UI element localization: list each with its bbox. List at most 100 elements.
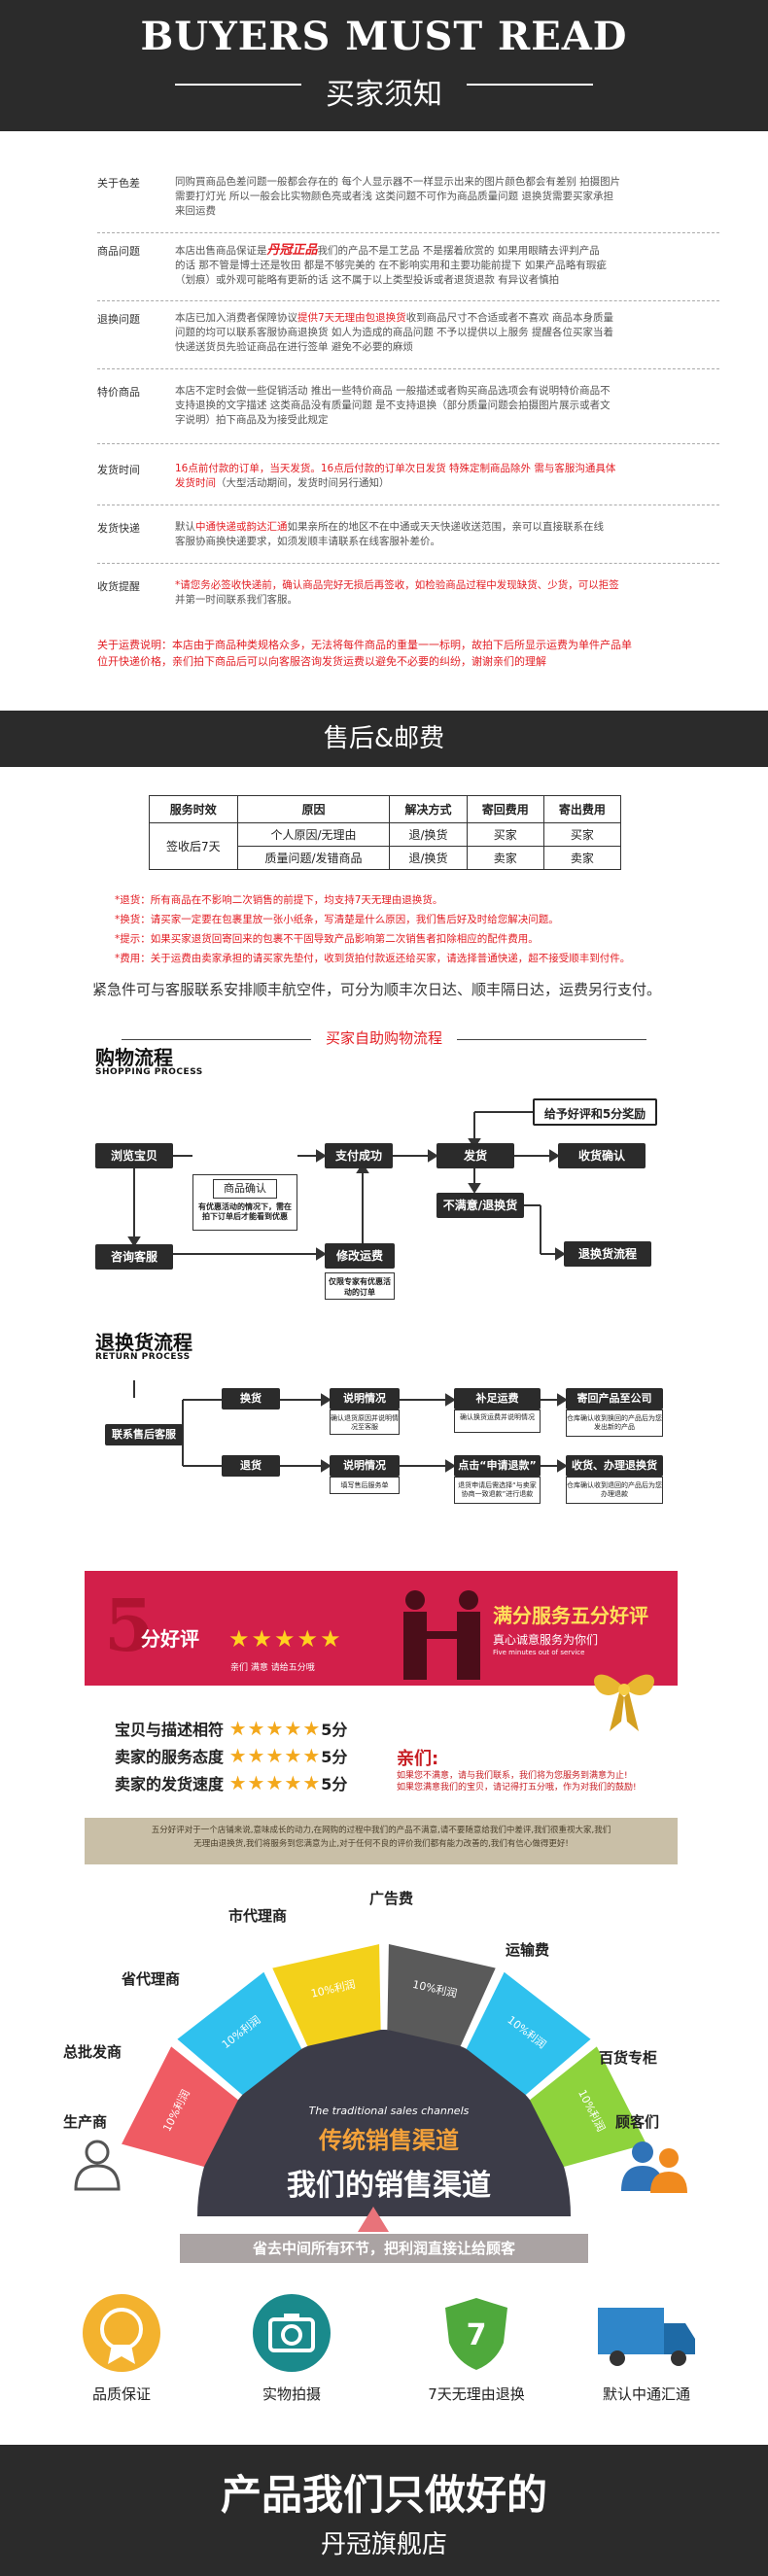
shopping-process-title: 购物流程 (95, 1046, 173, 1069)
step-click-refund-note: 退货申请后需选择“与卖家协商一致退款”进行退款 (454, 1477, 541, 1504)
notice-row: 特价商品 本店不定时会做一些促销活动 推出一些特价商品 一般描述或者购买商品选项… (97, 384, 719, 444)
header-title-cn: 买家须知 (326, 78, 442, 112)
note-line: 五分好评对于一个店铺来说,意味成长的动力,在网购的过程中我们的产品不满意,请不要… (151, 1826, 611, 1835)
our-channel: 我们的销售渠道 (287, 2169, 491, 2203)
notice-text: 本店不定时会做一些促销活动 推出一些特价商品 一般描述或者购买商品选项会有说明特… (175, 384, 719, 428)
notice-line: （大型活动期间，发货时间另行通知） (216, 477, 390, 489)
express-note: 紧急件可与客服联系安排顺丰航空件，可分为顺丰次日达、顺丰隔日达，运费另行支付。 (92, 981, 662, 998)
five-badge-text: 分好评 (141, 1627, 199, 1651)
rule-item: *换货：请买家一定要在包裹里放一张小纸条，写清楚是什么原因，我们售后好及时给您解… (115, 914, 559, 925)
rating-score: 5分 (321, 1775, 348, 1793)
notice-line: 默认 (175, 521, 195, 533)
step-receive-return: 收货、办理退换货 (566, 1455, 663, 1477)
notice-line: 同购買商品色差问题一般都会存在的 每个人显示器不一样显示出来的图片颜色都会有差别… (175, 176, 621, 188)
notice-text: 本店已加入消费者保障协议提供7天无理由包退换货收到商品尺寸不合适或者不喜欢 商品… (175, 311, 719, 355)
step-send-back-note: 仓库确认收到换回的产品后为您发出新的产品 (566, 1410, 663, 1437)
table-header-cell: 服务时效 (149, 795, 238, 823)
rules-list: *退货：所有商品在不影响二次销售的前提下，均支持7天无理由退换货。 *换货：请买… (115, 890, 679, 968)
step-consult: 咨询客服 (95, 1244, 173, 1270)
channel-label: 广告费 (369, 1890, 414, 1907)
star-rating-icon: ★★★★★ (228, 1744, 322, 1767)
dear-line: 如果您不满意，请与我们联系，我们将为您服务到满意为止! (397, 1771, 628, 1781)
notice-label: 发货快递 (97, 522, 140, 535)
notice-text: 同购買商品色差问题一般都会存在的 每个人显示器不一样显示出来的图片颜色都会有差别… (175, 175, 719, 219)
person-icon (68, 2139, 126, 2192)
rating-score: 5分 (321, 1748, 348, 1766)
rating-label: 卖家的发货速度 (115, 1775, 225, 1793)
step-send-back: 寄回产品至公司 (566, 1388, 663, 1410)
ratings-list: 宝贝与描述相符 ★★★★★5分 卖家的服务态度 ★★★★★5分 卖家的发货速度 … (115, 1717, 397, 1794)
table-cell: 买家 (466, 822, 544, 847)
notice-line: 本店已加入消费者保障协议 (175, 312, 297, 324)
return-process-diagram: 退换货流程 RETURN PROCESS 联系售后客服 换货 退货 说明情况 确… (95, 1327, 679, 1536)
step-receive-return-note: 仓库确认收到退回的产品后为您办理退款 (566, 1477, 663, 1504)
notice-label: 退换问题 (97, 313, 140, 326)
fan-base (197, 2030, 571, 2216)
star-rating-icon: ★★★★★ (228, 1625, 343, 1653)
rule-item: *费用：关于运费由卖家承担的请买家先垫付，收到货拍付款返还给买家，请选择普通快递… (115, 953, 631, 964)
table-cell: 签收后7天 (149, 822, 238, 870)
notice-line: 我们的产品不是工艺品 不是摆着欣赏的 如果用眼睛去评判产品 (317, 245, 600, 257)
star-rating-icon: ★★★★★ (228, 1717, 322, 1740)
step-modify-note: 仅限专家有优惠活动的订单 (325, 1272, 395, 1300)
feature-label: 默认中通汇通 (602, 2385, 690, 2403)
notice-label: 商品问题 (97, 245, 140, 258)
table-cell: 个人原因/无理由 (236, 822, 391, 847)
shipping-fee-line: 位开快递价格，亲们拍下商品后可以向客服咨询发货运费以避免不必要的纠纷，谢谢亲们的… (97, 655, 546, 668)
fan-segment (122, 2046, 238, 2167)
notice-row: 商品问题 本店出售商品保证是丹冠正品我们的产品不是工艺品 不是摆着欣赏的 如果用… (97, 243, 719, 301)
notice-label: 收货提醒 (97, 580, 140, 593)
rule-item: *退货：所有商品在不影响二次销售的前提下，均支持7天无理由退换货。 (115, 894, 443, 906)
fan-segment (387, 1944, 496, 2046)
note-line: 无理由退换货,我们将服务到您满意为止,对于任何不良的评价我们都有能力改善的,我们… (193, 1839, 569, 1849)
feature-label: 实物拍摄 (262, 2385, 321, 2403)
notice-highlight: 中通快递或韵达汇通 (195, 521, 288, 533)
five-badge: 5 (104, 1584, 155, 1668)
table-cell: 卖家 (542, 846, 622, 870)
notice-line: 本店不定时会做一些促销活动 推出一些特价商品 一般描述或者购买商品选项会有说明特… (175, 385, 611, 397)
banner-subtitle-en: Five minutes out of service (493, 1649, 585, 1656)
feature-list: 品质保证 实物拍摄 7 7天无理由退换 默认中通汇通 (58, 2294, 719, 2411)
step-explain-2: 说明情况 (330, 1455, 400, 1477)
step-browse: 浏览宝贝 (95, 1143, 173, 1168)
brand-name: 丹冠正品 (266, 243, 318, 258)
footer-slogan: 产品我们只做好的 (220, 2471, 547, 2519)
dear-line: 如果您满意我们的宝贝，请记得打五分哦，作为对我们的鼓励! (397, 1783, 637, 1793)
header-title-en: BUYERS MUST READ (140, 14, 628, 59)
customer-label: 顾客们 (615, 2113, 660, 2131)
table-cell: 质量问题/发错商品 (236, 846, 391, 870)
notice-line: 需要打灯光 所以一般会比实物颜色亮或者浅 这类问题不可作为商品质量问题 退换货需… (175, 191, 614, 202)
step-receive: 收货确认 (558, 1143, 646, 1168)
gold-ribbon-icon (580, 1658, 668, 1736)
header-banner: BUYERS MUST READ 买家须知 (0, 0, 768, 131)
step-reward: 给予好评和5分奖励 (533, 1098, 657, 1126)
table-cell: 卖家 (466, 846, 544, 870)
shipping-fee-line: 关于运费说明：本店由于商品种类规格众多，无法将每件商品的重量一一标明，故拍下后所… (97, 639, 632, 651)
step-unhappy: 不满意/退换货 (436, 1193, 524, 1218)
return-process-arrows (133, 1380, 568, 1473)
notice-line: 收到商品尺寸不合适或者不喜欢 商品本身质量 (405, 312, 614, 324)
step-explain-2-note: 填写售后服务单 (330, 1477, 400, 1494)
table-header-cell: 原因 (236, 795, 391, 823)
truck-icon (593, 2294, 700, 2372)
dear-customers-note: 亲们: 如果您不满意，请与我们联系，我们将为您服务到满意为止! 如果您满意我们的… (397, 1745, 679, 1793)
step-explain-1-note: 确认退货原因并说明情况至客服 (330, 1410, 400, 1435)
table-header-cell: 寄出费用 (542, 795, 622, 823)
notice-line: （划痕）或外观可能略有更新的话 这不属于以上类型投诉或者退货退款 有异议者慎拍 (175, 274, 560, 286)
notice-row: 收货提醒 *请您务必签收快递前，确认商品完好无损后再签收，如检验商品过程中发现缺… (97, 578, 719, 617)
feature-item: 实物拍摄 (228, 2294, 355, 2404)
flow-section-title: 买家自助购物流程 (311, 1027, 457, 1048)
feature-label: 7天无理由退换 (428, 2385, 525, 2403)
notice-line: 的话 那不管是博士还是牧田 都是不够完美的 在不影响实用和主要功能前提下 如果产… (175, 260, 607, 271)
traditional-en: The traditional sales channels (308, 2105, 470, 2117)
notice-line: 字说明）拍下商品及为接受此规定 (175, 414, 329, 426)
shield-icon: 7 (437, 2294, 515, 2372)
notice-row: 关于色差 同购買商品色差问题一般都会存在的 每个人显示器不一样显示出来的图片颜色… (97, 175, 719, 233)
feature-item: 品质保证 (58, 2294, 185, 2404)
fan-segment (272, 1944, 381, 2046)
channel-label: 总批发商 (63, 2043, 122, 2061)
notice-line: 并第一时间联系我们客服。 (175, 594, 297, 606)
rating-row: 卖家的服务态度 ★★★★★5分 (115, 1744, 347, 1767)
notice-text: 16点前付款的订单，当天发货。16点后付款的订单次日发货 特殊定制商品除外 需与… (175, 462, 719, 491)
